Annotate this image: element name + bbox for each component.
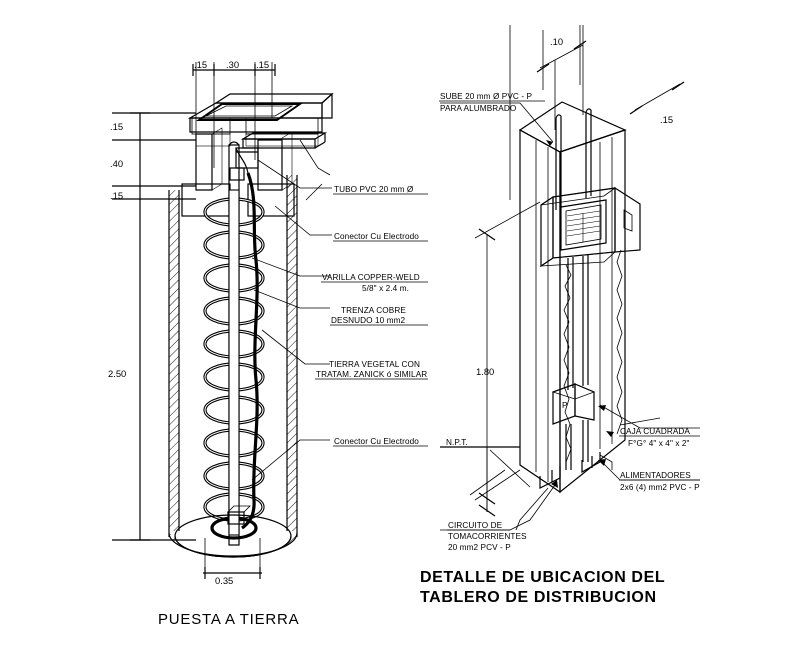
caja-cuadrada-p: P [551,383,596,425]
distribution-panel-board [539,186,641,268]
label-varilla-copper-weld-spec: 5/8" x 2.4 m. [362,284,409,293]
label-tubo-pvc: TUBO PVC 20 mm Ø [334,185,414,194]
label-trenza-cobre: TRENZA COBRE [341,306,406,315]
label-circuito: CIRCUITO DE [448,521,503,530]
pvc-tube-20mm [235,132,328,169]
top-dimension-line [192,64,276,76]
right-leader-lines [440,102,661,531]
lower-conduits [565,255,589,470]
label-sube-pvc-spec: PARA ALUMBRADO [440,104,516,113]
label-alimentadores: ALIMENTADORES [620,471,691,480]
left-dim-2: .40 [110,158,123,169]
conduit-risers [555,108,592,210]
label-varilla-copper-weld: VARILLA COPPER-WELD [322,273,420,282]
label-conector-cu-top: Conector Cu Electrodo [334,232,419,241]
wall-column [518,101,627,494]
npt-level: N.P.T. [440,438,531,517]
label-tierra-vegetal: TIERRA VEGETAL CON [329,360,420,369]
right-top-dim-10: .10 [536,25,587,90]
caja-cuadrada-leader [598,404,700,429]
bottom-dimension [203,538,262,579]
label-tomacorrientes-spec: 20 mm2 PCV - P [448,543,511,552]
left-dim-1: .15 [110,121,123,132]
top-dim-2: .30 [226,59,239,70]
label-trenza-cobre-spec: DESNUDO 10 mm2 [331,316,406,325]
excavation-walls [168,175,298,537]
label-caja-cuadrada-spec: F°G° 4" x 4" x 2" [628,439,690,448]
right-top-dim-15: .15 [629,81,685,125]
right-panel-detail: .10 .15 [420,25,700,606]
top-dim-1: .15 [194,59,207,70]
label-caja-cuadrada: CAJA CUADRADA [620,427,690,436]
pit-floor-ellipse [168,514,298,558]
height-dim-value: 1.80 [476,366,494,377]
npt-label: N.P.T. [446,438,468,447]
right-detail-title-line2: TABLERO DE DISTRIBUCION [420,589,657,606]
left-dimension-ladder [112,112,196,541]
right-detail-title-line1: DETALLE DE UBICACION DEL [420,569,665,586]
label-tierra-vegetal-spec: TRATAM. ZANICK ó SIMILAR [316,370,427,379]
box-marker-p: P [562,401,568,410]
label-conector-cu-bottom: Conector Cu Electrodo [334,437,419,446]
left-leader-lines [251,139,332,481]
copper-braid-helix [203,147,265,540]
right-dim-15: .15 [660,114,673,125]
label-alimentadores-spec: 2x6 (4) mm2 PVC - P [620,483,700,492]
left-dim-4: 2.50 [108,368,126,379]
bottom-dim-value: 0.35 [215,575,233,586]
right-dim-10: .10 [550,36,563,47]
left-detail-title: PUESTA A TIERRA [158,611,300,628]
pedestal-walls [195,127,293,191]
height-dimension-180: 1.80 [474,201,541,512]
construction-lines [509,25,584,200]
floor-conduit-elbows [539,452,601,489]
label-tomacorrientes: TOMACORRIENTES [448,532,527,541]
label-sube-pvc: SUBE 20 mm Ø PVC - P [440,92,533,101]
concrete-cover-box [187,92,334,147]
left-grounding-detail: .15 .30 .15 .15 .40 .15 2.50 [108,59,428,628]
left-dim-3: .15 [110,190,123,201]
breaker-rows [566,210,601,242]
top-dim-3: .15 [256,59,269,70]
wall-break-line-right [616,249,623,435]
